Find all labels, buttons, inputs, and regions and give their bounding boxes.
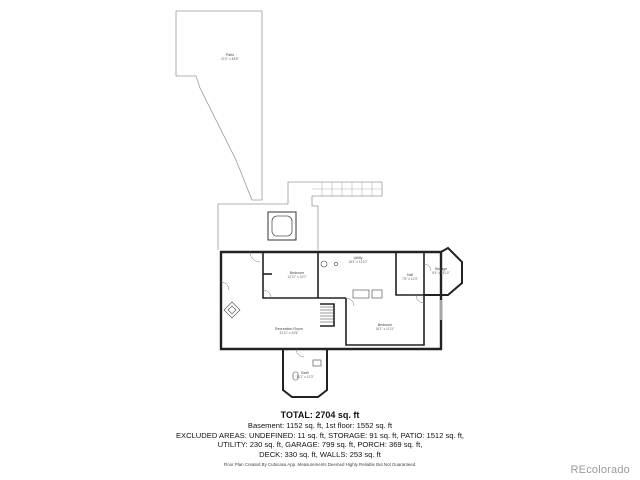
hall-dims: 7'8" x 12'3" — [402, 277, 418, 281]
bath-label: Bath — [301, 371, 308, 375]
recreation-label: Recreation Room — [275, 327, 303, 331]
patio-label: Patio — [226, 53, 234, 57]
bedroom-upper-label: Bedroom — [290, 271, 305, 275]
summary-line: UTILITY: 230 sq. ft, GARAGE: 799 sq. ft,… — [217, 440, 423, 450]
floor-plan: Patio 21'0" x 48'8" Storage 8'4" x 15'10… — [175, 10, 463, 398]
hot-tub — [267, 211, 297, 241]
area-summary: TOTAL: 2704 sq. ft Basement: 1152 sq. ft… — [0, 410, 640, 467]
deck-outline — [217, 181, 383, 250]
staircase — [320, 306, 334, 323]
storage-dims: 8'4" x 15'10" — [432, 271, 449, 275]
bedroom-lower-dims: 16'1" x 11'11" — [376, 327, 395, 331]
door-swings — [220, 251, 432, 358]
bath-walls — [282, 349, 328, 398]
storage-walls — [424, 246, 463, 296]
hall-label: Hall — [407, 273, 413, 277]
summary-line: DECK: 330 sq. ft, WALLS: 253 sq. ft — [259, 449, 381, 459]
interior-walls — [262, 252, 425, 346]
utility-label: Utility — [354, 256, 363, 260]
credit-text: Floor Plan Created By Cubicasa App. Meas… — [223, 462, 417, 468]
summary-line: EXCLUDED AREAS: UNDEFINED: 11 sq. ft, ST… — [175, 430, 465, 440]
patio-outline — [175, 10, 263, 201]
bedroom-upper-dims: 14'11" x 12'0" — [287, 275, 306, 279]
bath-dims: 10'1" x 12'3" — [296, 375, 313, 379]
fixtures — [223, 260, 442, 381]
total-area: TOTAL: 2704 sq. ft — [280, 410, 360, 420]
storage-label: Storage — [435, 267, 448, 271]
patio-dims: 21'0" x 48'8" — [221, 57, 238, 61]
brand-logo: REcolorado — [570, 464, 630, 476]
utility-dims: 18'4" x 11'10" — [348, 260, 367, 264]
summary-line: Basement: 1152 sq. ft, 1st floor: 1552 s… — [247, 421, 393, 430]
bedroom-lower-label: Bedroom — [378, 323, 393, 327]
recreation-dims: 31'11" x 24'6" — [279, 331, 298, 335]
exterior-walls — [219, 250, 443, 351]
deck-boards — [312, 182, 382, 196]
